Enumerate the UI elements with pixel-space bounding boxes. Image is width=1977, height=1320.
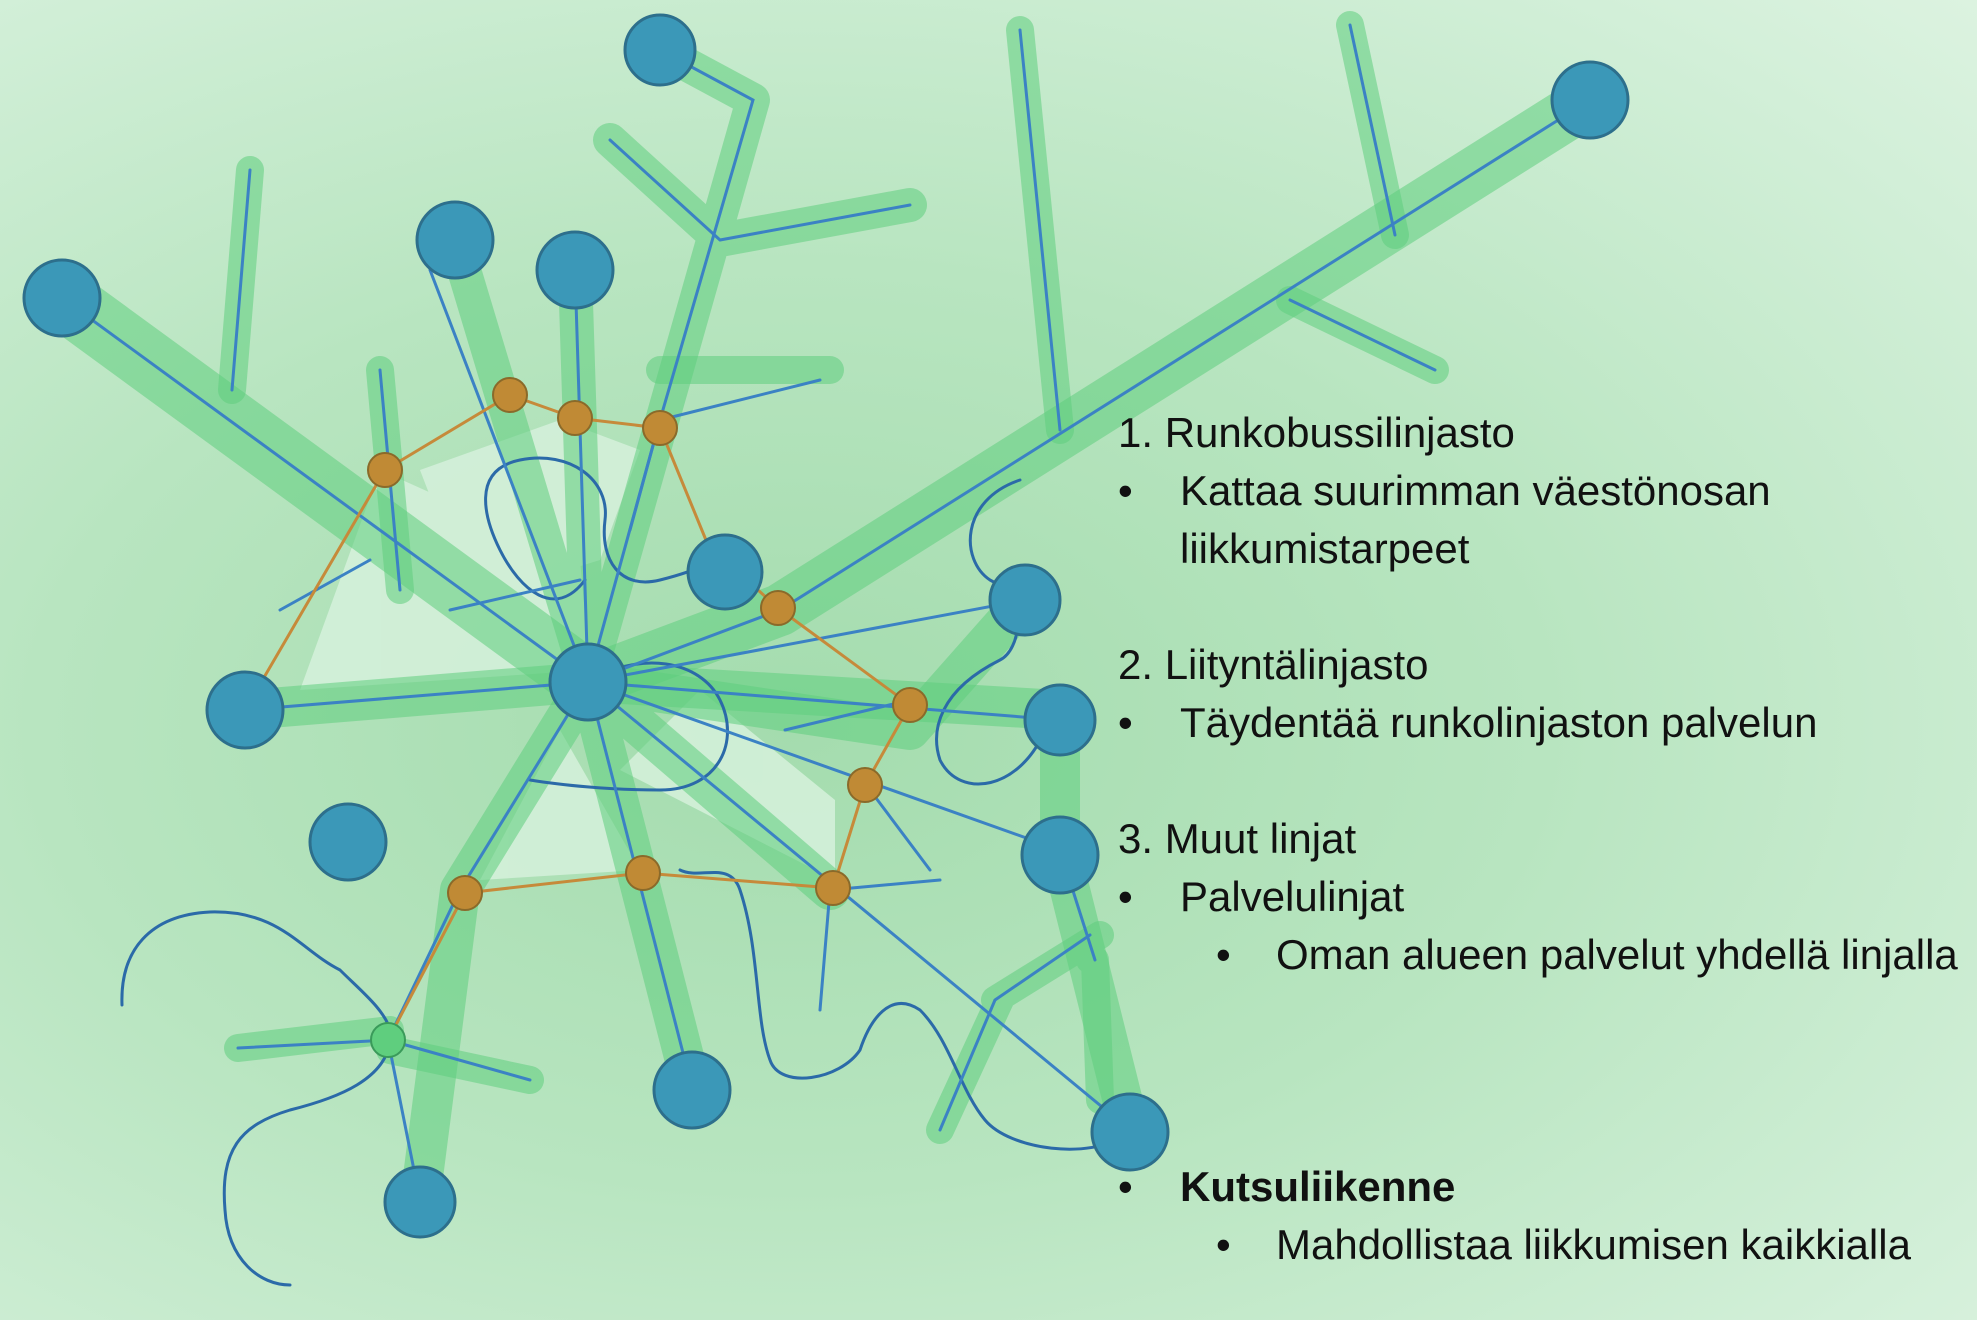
service-route-east: [935, 478, 1047, 786]
legend-other-bullet-item: • Palvelulinjat: [1118, 868, 1958, 926]
hub-node: [22, 258, 102, 338]
transfer-stop: [892, 687, 928, 723]
hub-node: [1090, 1092, 1170, 1172]
trunk-line-west: [243, 680, 590, 712]
legend-other-sub-description: Oman alueen palvelut yhdellä linjalla: [1276, 931, 1958, 978]
served-area-southwest: [480, 730, 640, 880]
hub-node: [686, 533, 764, 611]
transfer-stops: [367, 377, 928, 1058]
legend-spacer: [1118, 578, 1958, 636]
legend-other-title: 3. Muut linjat: [1118, 815, 1357, 862]
bullet-icon: •: [1118, 467, 1133, 514]
hub-node: [415, 200, 495, 280]
hub-node: [623, 13, 697, 87]
transfer-stop: [367, 452, 403, 488]
legend-trunk-title: 1. Runkobussilinjasto: [1118, 409, 1515, 456]
bullet-icon: •: [1216, 931, 1231, 978]
feeder-lines: [230, 23, 1437, 1132]
hub-node: [988, 563, 1062, 637]
hub-nodes: [22, 13, 1630, 1239]
bullet-icon: •: [1118, 873, 1133, 920]
legend-demand-sub-item: • Mahdollistaa liikkumisen kaikkialla: [1118, 1216, 1958, 1274]
legend-spacer: [1118, 1042, 1958, 1100]
legend-feeder-description: Täydentää runkolinjaston palvelun: [1180, 699, 1818, 746]
bullet-icon: •: [1118, 1163, 1133, 1210]
transfer-stop: [625, 855, 661, 891]
hub-node: [1550, 60, 1630, 140]
transfer-stop: [760, 590, 796, 626]
trunk-line-northwest: [60, 296, 590, 684]
hub-node: [535, 230, 615, 310]
central-hub: [548, 642, 628, 722]
hub-node: [652, 1050, 732, 1130]
legend-other-sub-item: • Oman alueen palvelut yhdellä linjalla: [1118, 926, 1958, 984]
legend-trunk-bullet-item: • Kattaa suurimman väestönosan liikkumis…: [1118, 462, 1958, 578]
legend-other-description: Palvelulinjat: [1180, 873, 1405, 920]
service-route-center: [528, 661, 729, 792]
transfer-stop: [557, 400, 593, 436]
transfer-stop: [492, 377, 528, 413]
bullet-icon: •: [1118, 699, 1133, 746]
transfer-stop: [847, 767, 883, 803]
legend-spacer: [1118, 1100, 1958, 1158]
service-route-southwest: [120, 910, 392, 1287]
transfer-stop: [815, 870, 851, 906]
legend-feeder-bullet-item: • Täydentää runkolinjaston palvelun: [1118, 694, 1958, 752]
hub-node: [308, 802, 388, 882]
hub-node: [1020, 815, 1100, 895]
service-route-north: [484, 456, 742, 601]
legend-spacer: [1118, 752, 1958, 810]
hub-node: [205, 670, 285, 750]
legend-demand-bullet-item: • Kutsuliikenne: [1118, 1158, 1958, 1216]
hub-node: [1023, 683, 1097, 757]
transfer-stop: [642, 410, 678, 446]
network-legend: 1. Runkobussilinjasto • Kattaa suurimman…: [1118, 404, 1958, 1274]
bullet-icon: •: [1216, 1221, 1231, 1268]
legend-feeder-title: 2. Liityntälinjasto: [1118, 641, 1429, 688]
legend-spacer: [1118, 984, 1958, 1042]
service-route-south: [678, 868, 1127, 1151]
legend-trunk-description: Kattaa suurimman väestönosan liikkumista…: [1180, 467, 1771, 572]
legend-demand-title: Kutsuliikenne: [1180, 1163, 1456, 1210]
transfer-stop: [370, 1022, 406, 1058]
transfer-stop: [447, 875, 483, 911]
legend-demand-sub-description: Mahdollistaa liikkumisen kaikkialla: [1276, 1221, 1911, 1268]
hub-node: [383, 1165, 457, 1239]
